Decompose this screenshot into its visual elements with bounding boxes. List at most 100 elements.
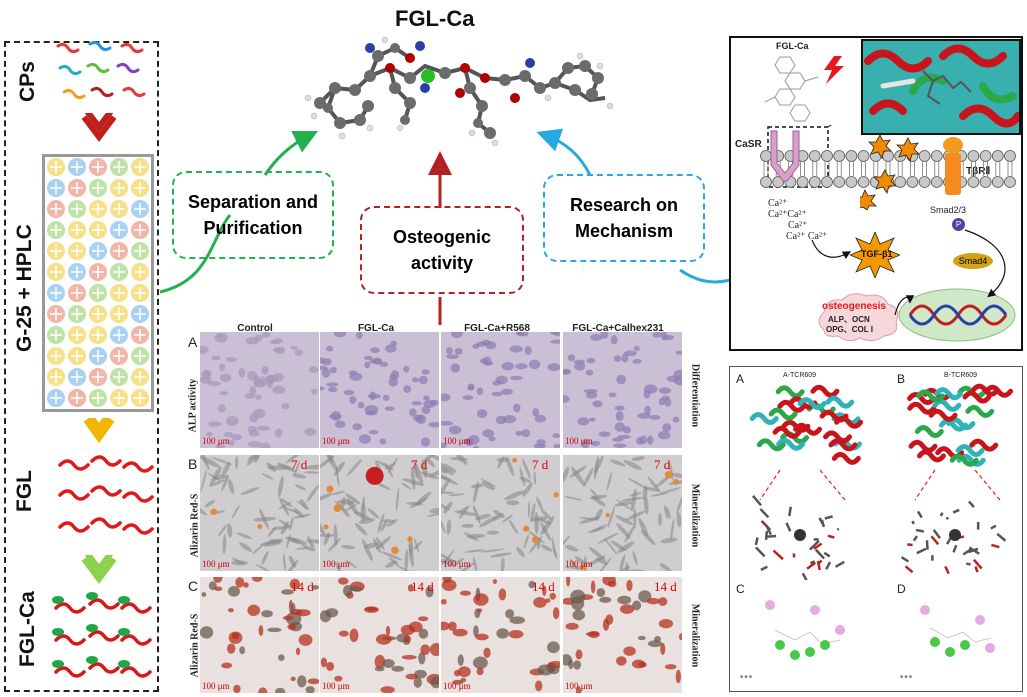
mechanism-diagram xyxy=(729,36,1023,351)
scale-bar-label: 100 μm xyxy=(202,436,230,446)
scale-bar-label: 100 μm xyxy=(202,681,230,691)
docking-letter: A xyxy=(736,372,745,386)
separation-line1: Separation and xyxy=(187,192,319,212)
fglca-label: FGL-Ca xyxy=(16,591,39,667)
scale-bar-label: 100 μm xyxy=(565,681,593,691)
day-label: 7 d xyxy=(411,457,428,472)
g25-hplc-label: G-25 + HPLC xyxy=(13,224,36,352)
micrograph-panel: Control FGL-Ca FGL-Ca+R568 FGL-Ca+Calhex… xyxy=(180,320,701,697)
row-label: Alizarin Red-S xyxy=(189,613,201,678)
tgf-burst-icon xyxy=(850,232,900,278)
osteogenic-line1: Osteogenic xyxy=(392,227,492,247)
svg-text:■ ■ ■: ■ ■ ■ xyxy=(740,674,752,680)
column-header: FGL-Ca+R568 xyxy=(464,323,530,334)
day-label: 7 d xyxy=(291,457,308,472)
chevron-down-icon xyxy=(81,113,117,142)
row-letter: B xyxy=(188,456,198,472)
interaction-diagrams: ■ ■ ■ ■ ■ ■ xyxy=(740,600,995,680)
day-label: 14 d xyxy=(291,579,314,594)
micrograph-tile xyxy=(320,332,439,448)
beads-illustration xyxy=(47,158,149,407)
fglca-small-label: FGL-Ca xyxy=(776,41,809,51)
lightning-icon xyxy=(824,56,844,84)
research-mechanism-bubble: Research on Mechanism xyxy=(543,174,705,262)
micrograph-tile xyxy=(320,455,439,571)
phosphate-icon: P xyxy=(952,218,965,231)
casr-label: CaSR xyxy=(735,139,762,150)
row-side-label: Differentiation xyxy=(689,363,701,428)
chevron-down-icon xyxy=(83,418,115,444)
research-line2: Mechanism xyxy=(574,221,674,241)
scale-bar-label: 100 μm xyxy=(322,436,350,446)
micrograph-tile xyxy=(563,332,682,448)
scale-bar-label: 100 μm xyxy=(565,436,593,446)
day-label: 14 d xyxy=(654,579,677,594)
cps-label: CPs xyxy=(16,61,39,102)
day-label: 14 d xyxy=(411,579,434,594)
tgf-label: TGF-β1 xyxy=(861,249,893,259)
micrograph-tile xyxy=(441,455,560,571)
fglca-illustration xyxy=(52,592,152,678)
page-title: FGL-Ca xyxy=(395,6,475,31)
fgl-label: FGL xyxy=(13,470,36,512)
fglca-structure-icon xyxy=(764,56,819,122)
scale-bar-label: 100 μm xyxy=(443,559,471,569)
scale-bar-label: 100 μm xyxy=(322,681,350,691)
row-letter: A xyxy=(188,334,198,350)
docking-title: B-TCR609 xyxy=(944,372,978,379)
scale-bar-label: 100 μm xyxy=(565,559,593,569)
marker-line: OPG、COL Ⅰ xyxy=(826,325,874,334)
osteogenic-line2: activity xyxy=(410,253,474,273)
smad23-label: Smad2/3 xyxy=(930,205,967,215)
column-header: FGL-Ca+Calhex231 xyxy=(572,323,664,334)
micrograph-tile xyxy=(200,455,319,571)
scale-bar-label: 100 μm xyxy=(443,681,471,691)
osteogenic-activity-bubble: Osteogenic activity xyxy=(360,206,524,294)
ca-ion: Ca²⁺ xyxy=(768,198,788,209)
molecule-structure xyxy=(304,36,614,147)
marker-line: ALP、OCN xyxy=(828,315,870,324)
row-side-label: Mineralization xyxy=(689,603,701,668)
ca-ion: Ca²⁺ Ca²⁺ xyxy=(786,231,828,242)
osteogenesis-cloud xyxy=(818,293,899,342)
chevron-down-icon xyxy=(81,555,117,584)
row-label: Alizarin Red-S xyxy=(189,493,201,558)
protein-structure-inset xyxy=(861,39,1021,135)
fgl-peptides-illustration xyxy=(58,455,154,535)
day-label: 7 d xyxy=(654,457,671,472)
research-line1: Research on xyxy=(569,195,679,215)
row-label: ALP activity xyxy=(187,378,199,433)
docking-letter: C xyxy=(736,582,745,596)
scale-bar-label: 100 μm xyxy=(443,436,471,446)
osteogenesis-label: osteogenesis xyxy=(822,301,886,312)
docking-letter: D xyxy=(897,582,906,596)
separation-line2: Purification xyxy=(203,218,303,238)
casr-receptor-icon xyxy=(770,130,800,182)
docking-structures xyxy=(749,383,1014,580)
micrograph-tile xyxy=(200,577,319,693)
calcium-burst-icons xyxy=(860,134,920,210)
ca-ion: Ca²⁺ xyxy=(788,220,808,231)
nucleus-dna-icon xyxy=(898,288,1016,342)
smad4-badge: Smad4 xyxy=(953,253,993,269)
svg-text:■ ■ ■: ■ ■ ■ xyxy=(900,674,912,680)
docking-panel xyxy=(729,366,1023,692)
micrograph-tile xyxy=(563,455,682,571)
calcium-ions: Ca²⁺ Ca²⁺Ca²⁺ Ca²⁺ Ca²⁺ Ca²⁺ xyxy=(768,198,827,242)
docking-letter: B xyxy=(897,372,906,386)
micrograph-tile xyxy=(320,577,439,693)
peptides-illustration xyxy=(56,40,146,100)
day-label: 14 d xyxy=(532,579,555,594)
tgfb-receptor-icon xyxy=(943,137,963,195)
ca-ion: Ca²⁺Ca²⁺ xyxy=(768,209,807,220)
micrograph-tile xyxy=(200,332,319,448)
scale-bar-label: 100 μm xyxy=(322,559,350,569)
row-letter: C xyxy=(188,578,199,594)
process-box xyxy=(4,41,159,692)
tbr-label: TβRⅡ xyxy=(966,166,991,177)
pathway-arrows xyxy=(811,229,1006,316)
row-side-label: Mineralization xyxy=(689,483,701,548)
docking-title: A-TCR609 xyxy=(783,372,817,379)
column-header: FGL-Ca xyxy=(357,323,395,334)
